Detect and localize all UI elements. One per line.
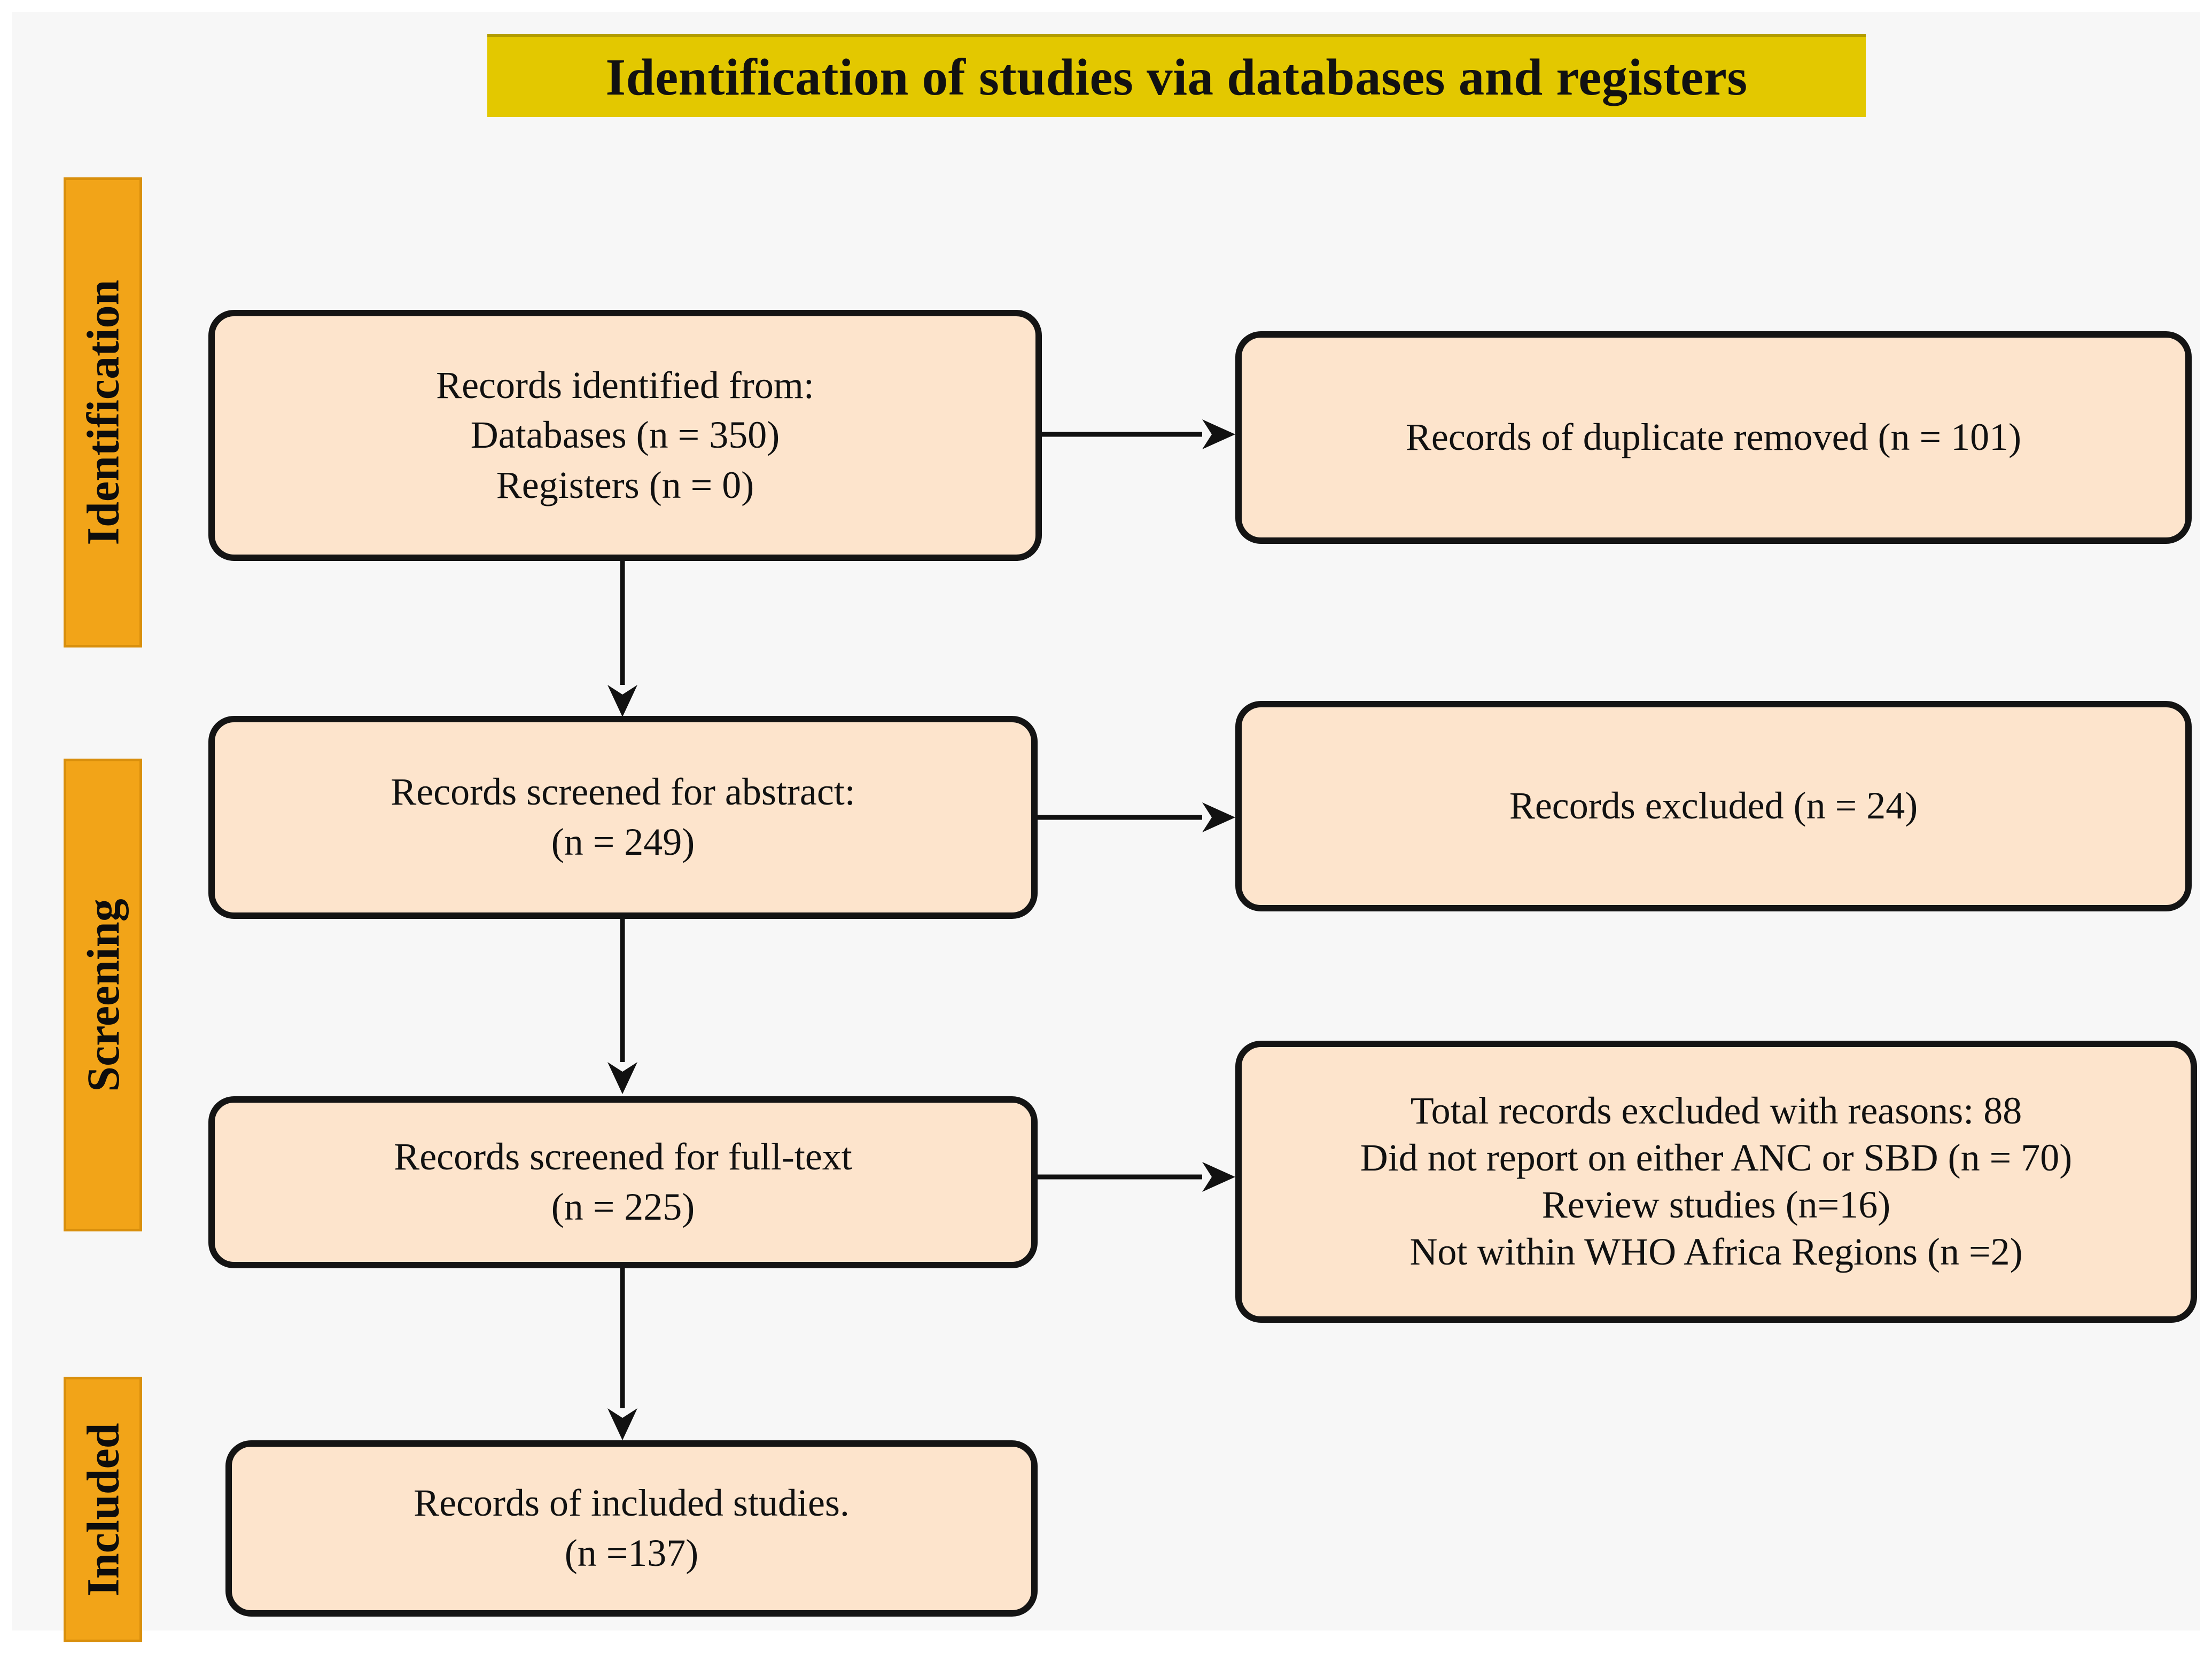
box-line: Records of included studies. [414, 1481, 850, 1525]
box-line: Databases (n = 350) [470, 414, 780, 457]
box-line: Records excluded (n = 24) [1509, 784, 1918, 828]
stage-label-text: Screening [77, 898, 129, 1092]
box-line: (n = 249) [551, 821, 695, 863]
box-records-excluded-abstract: Records excluded (n = 24) [1235, 701, 2192, 911]
connector-identified-to-screened-abstract [604, 561, 641, 721]
stage-label-identification: Identification [64, 177, 142, 647]
connector-identified-to-duplicates [1042, 416, 1241, 453]
box-line: Registers (n = 0) [496, 463, 754, 506]
connector-abstract-to-fulltext [604, 919, 641, 1098]
box-line: Records screened for full-text [394, 1135, 852, 1179]
box-line: (n =137) [564, 1532, 699, 1574]
box-line: Records of duplicate removed (n = 101) [1405, 416, 2022, 459]
page-title: Identification of studies via databases … [605, 48, 1748, 106]
connector-abstract-to-excluded [1038, 799, 1241, 836]
diagram-canvas: Identification of studies via databases … [12, 12, 2200, 1642]
connector-fulltext-to-excluded-reasons [1038, 1158, 1241, 1196]
box-records-screened-fulltext: Records screened for full-text (n = 225) [208, 1096, 1038, 1268]
box-records-duplicate-removed: Records of duplicate removed (n = 101) [1235, 331, 2192, 544]
box-line: (n = 225) [551, 1185, 695, 1228]
box-line: Records screened for abstract: [391, 770, 855, 814]
box-records-included-studies: Records of included studies. (n =137) [225, 1440, 1038, 1617]
stage-label-included: Included [64, 1377, 142, 1642]
box-line: Review studies (n=16) [1541, 1183, 1891, 1226]
stage-label-text: Identification [77, 279, 129, 545]
connector-fulltext-to-included [604, 1268, 641, 1445]
stage-label-screening: Screening [64, 759, 142, 1231]
box-line: Total records excluded with reasons: 88 [1410, 1089, 2022, 1133]
stage-label-text: Included [77, 1422, 129, 1597]
box-line: Did not report on either ANC or SBD (n =… [1360, 1136, 2073, 1180]
box-records-excluded-with-reasons: Total records excluded with reasons: 88 … [1235, 1041, 2197, 1323]
box-line: Not within WHO Africa Regions (n =2) [1409, 1230, 2023, 1273]
box-records-identified: Records identified from: Databases (n = … [208, 310, 1042, 561]
box-line: Records identified from: [436, 363, 814, 407]
diagram-title-banner: Identification of studies via databases … [487, 34, 1866, 117]
box-records-screened-abstract: Records screened for abstract: (n = 249) [208, 716, 1038, 919]
